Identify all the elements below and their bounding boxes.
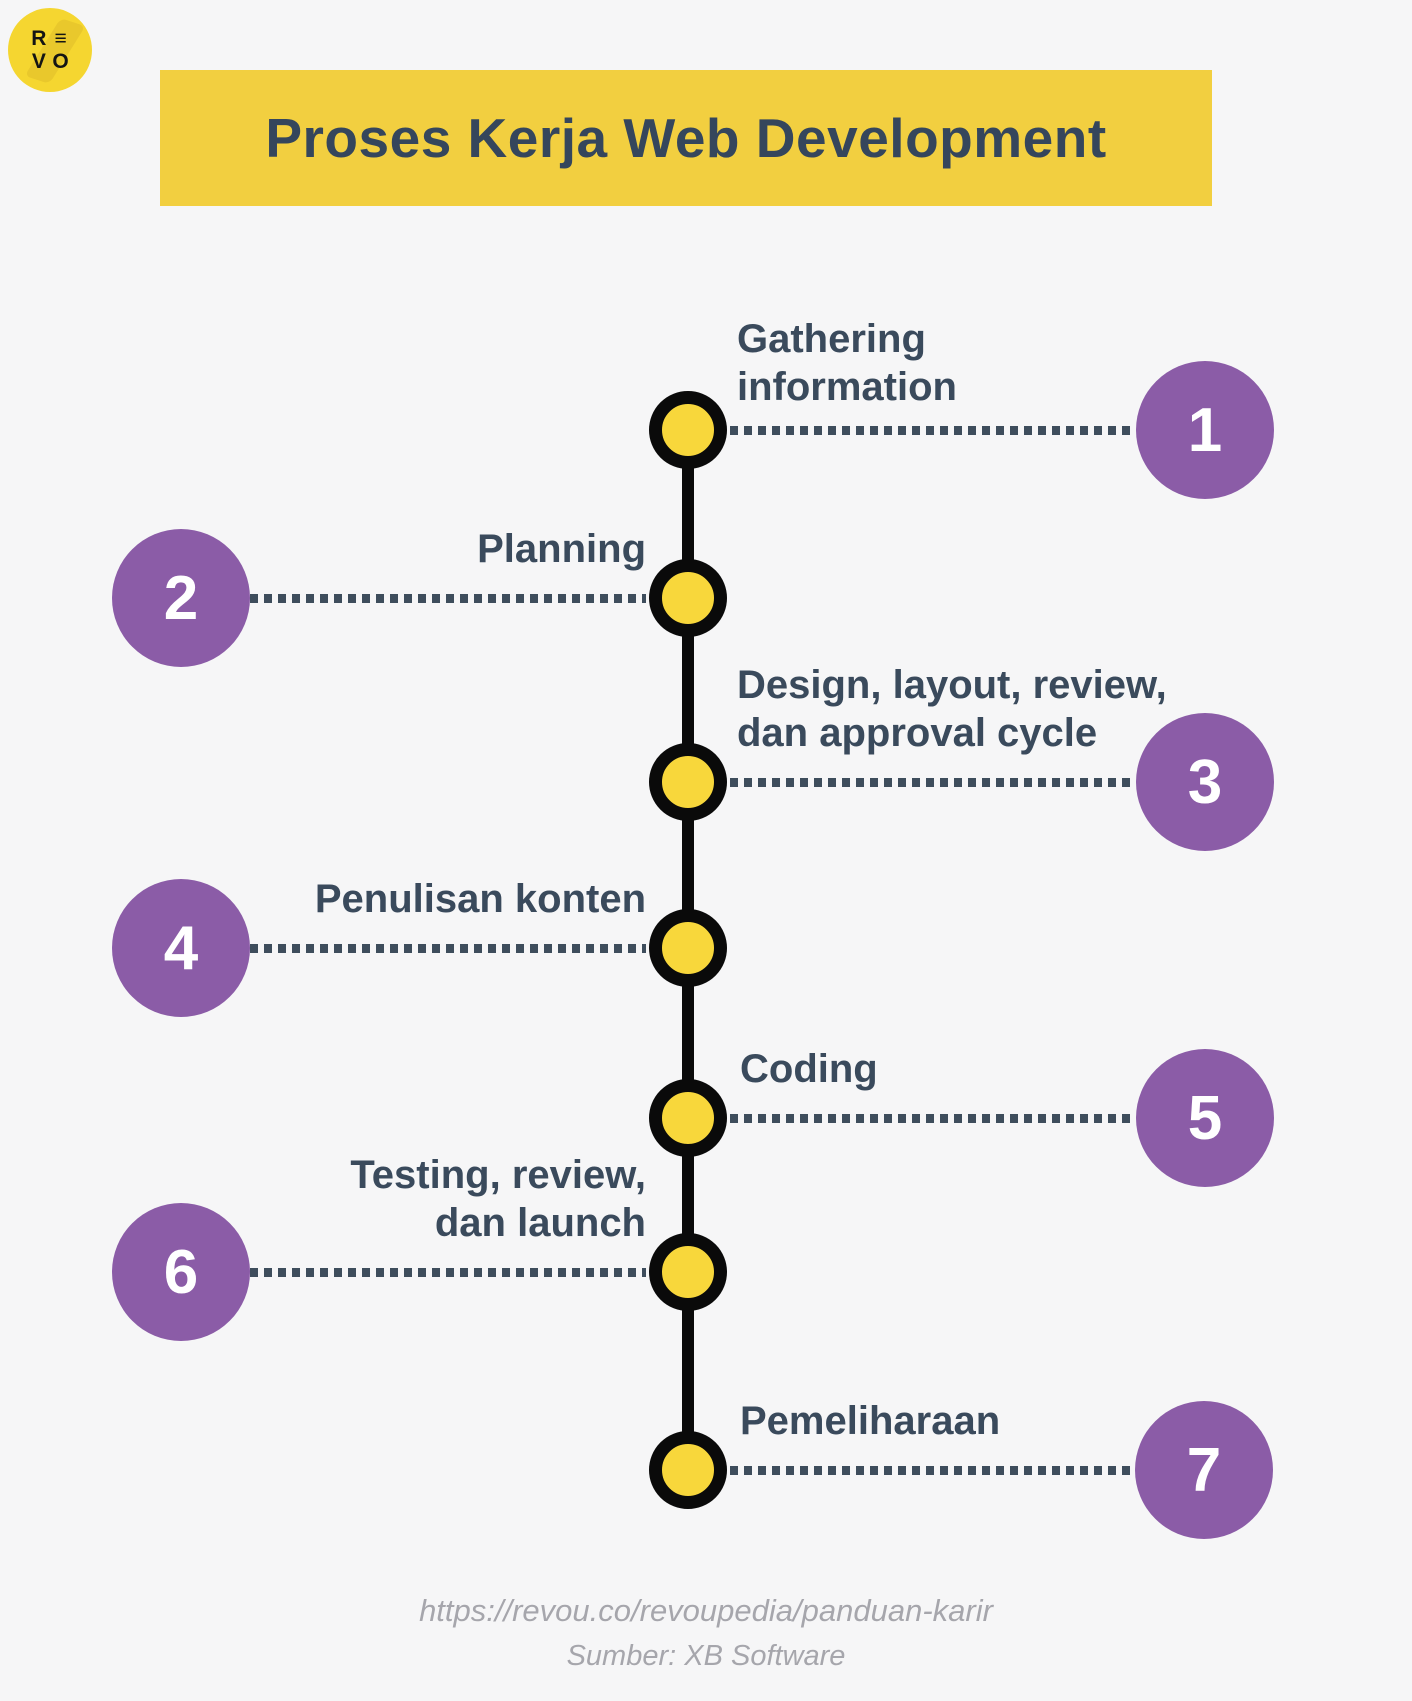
dotted-connector-7	[730, 1466, 1135, 1475]
timeline-dot-2	[649, 559, 727, 637]
revo-logo-icon: R ≡ V O	[8, 8, 92, 92]
step-label-2: Planning	[477, 525, 646, 573]
revo-logo-letters: R ≡ V O	[31, 28, 69, 72]
step-label-6: Testing, review, dan launch	[350, 1151, 646, 1247]
dotted-connector-3	[730, 778, 1136, 787]
step-label-line: dan approval cycle	[737, 711, 1098, 755]
step-badge-5: 5	[1136, 1049, 1274, 1187]
page-title: Proses Kerja Web Development	[265, 107, 1107, 169]
title-banner: Proses Kerja Web Development	[160, 70, 1212, 206]
timeline-dot-7	[649, 1431, 727, 1509]
timeline-dot-6	[649, 1233, 727, 1311]
timeline-dot-4	[649, 909, 727, 987]
step-label-line: Planning	[477, 527, 646, 571]
step-label-line: Testing, review,	[350, 1153, 646, 1197]
logo-letter: V	[31, 50, 46, 73]
step-number: 2	[163, 563, 199, 633]
step-badge-2: 2	[112, 529, 250, 667]
step-badge-6: 6	[112, 1203, 250, 1341]
dotted-connector-1	[730, 426, 1136, 435]
step-label-line: Coding	[740, 1047, 878, 1091]
step-number: 5	[1187, 1083, 1223, 1153]
step-label-line: Penulisan konten	[314, 877, 646, 921]
logo-letter: O	[52, 50, 69, 73]
dotted-connector-2	[250, 594, 646, 603]
logo-letter: R	[31, 27, 47, 50]
step-number: 1	[1187, 395, 1223, 465]
step-label-5: Coding	[740, 1045, 878, 1093]
dotted-connector-6	[250, 1268, 646, 1277]
timeline-dot-5	[649, 1079, 727, 1157]
dotted-connector-4	[250, 944, 646, 953]
footer-source: Sumber: XB Software	[566, 1640, 846, 1672]
step-number: 6	[163, 1237, 199, 1307]
logo-letter: ≡	[54, 27, 67, 50]
step-badge-1: 1	[1136, 361, 1274, 499]
step-label-7: Pemeliharaan	[740, 1397, 1000, 1445]
step-label-4: Penulisan konten	[315, 875, 646, 923]
step-number: 4	[163, 913, 199, 983]
timeline-dot-3	[649, 743, 727, 821]
step-label-line: dan launch	[434, 1201, 646, 1245]
footer-url: https://revou.co/revoupedia/panduan-kari…	[419, 1593, 993, 1628]
timeline-dot-1	[649, 391, 727, 469]
step-label-line: Pemeliharaan	[740, 1399, 1001, 1443]
step-label-line: information	[737, 365, 957, 409]
step-label-line: Gathering	[737, 317, 926, 361]
step-label-3: Design, layout, review, dan approval cyc…	[737, 661, 1167, 757]
step-badge-4: 4	[112, 879, 250, 1017]
step-number: 3	[1187, 747, 1223, 817]
step-badge-7: 7	[1135, 1401, 1273, 1539]
step-label-1: Gathering information	[737, 315, 957, 411]
dotted-connector-5	[730, 1114, 1136, 1123]
step-label-line: Design, layout, review,	[737, 663, 1167, 707]
step-number: 7	[1186, 1435, 1222, 1505]
step-badge-3: 3	[1136, 713, 1274, 851]
